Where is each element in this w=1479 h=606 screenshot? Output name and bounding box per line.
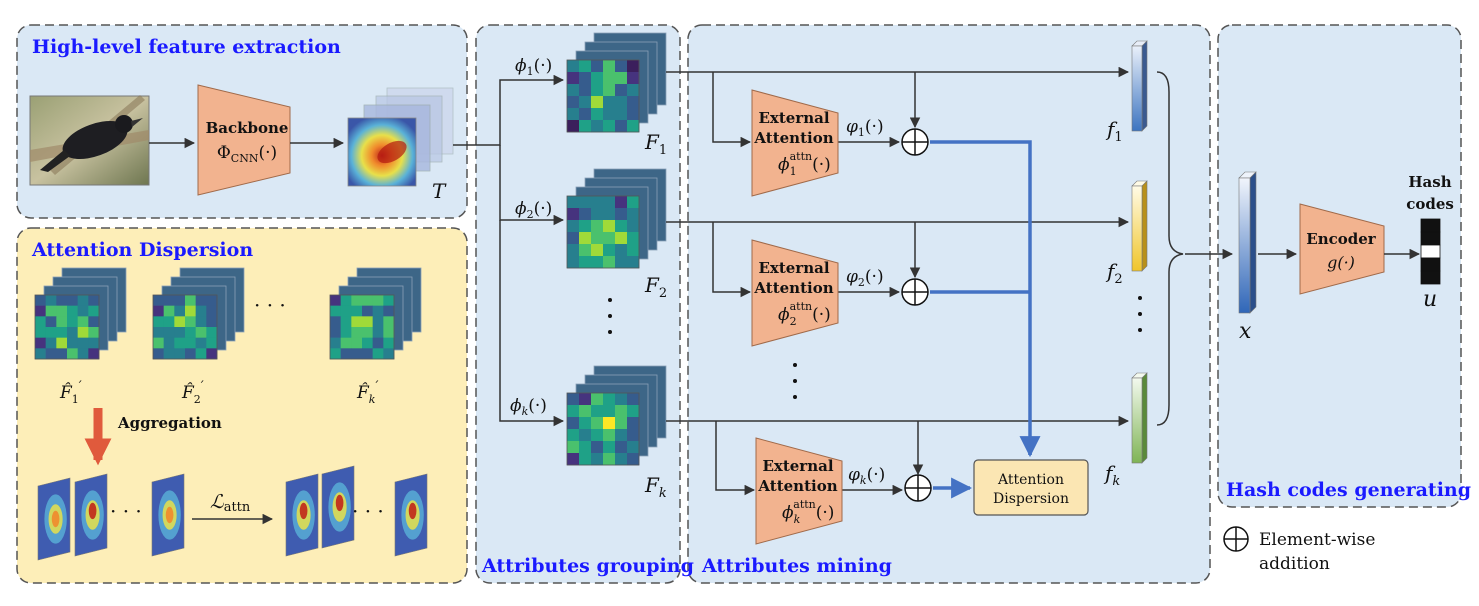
addition-icon-1 [901,128,929,156]
hash-bit [1420,231,1441,246]
element-wise-addition-icon [1223,526,1249,552]
external-attention-block-k: External Attention ϕkattn(·) [755,437,843,545]
dispersion-map-2 [152,267,245,360]
ea-1-title-2: Attention [753,129,833,147]
ea-k-fn: ϕkattn(·) [782,498,834,526]
heatmap-after-3 [394,473,428,557]
encoder-block: Encoder g(·) [1299,203,1385,295]
bird-photo [29,95,150,186]
dispersion-map-1 [34,267,127,360]
hash-bit [1420,218,1441,233]
feature-vertical-dots [1138,296,1142,332]
dispersion-map-label-1: F̂1′ [59,379,82,406]
addition-icon-k [904,474,932,502]
encoder-fn: g(·) [1327,253,1355,272]
heatmaps-after-loss [285,465,428,557]
ea-2-fn: ϕ2attn(·) [778,300,831,328]
grouping-connectors [453,74,565,427]
backbone-title: Backbone [206,119,289,137]
legend-line-1: Element-wise [1259,530,1375,550]
grouping-feature-maps [566,32,667,466]
dispersion-ellipsis: · · · [254,293,286,317]
ea-2-title-1: External [758,259,829,277]
feature-vector-k [1131,372,1148,464]
F-2-label: F2 [644,273,667,301]
aggregation-label: Aggregation [117,414,222,432]
heatmap-ellipsis-left: · · · [110,499,142,523]
heatmap-before-1 [37,477,71,561]
panel-title-hash-generating: Hash codes generating [1226,479,1471,501]
heatmaps-before-loss [37,473,185,561]
hash-bit [1420,244,1441,259]
heatmap-ellipsis-right: · · · [352,499,384,523]
panel-title-attention-dispersion: Attention Dispersion [31,239,253,261]
backbone-fn: ΦCNN(·) [217,143,277,165]
feature-map-T-label: T [432,179,447,203]
attention-dispersion-box: Attention Dispersion [973,459,1089,516]
heatmap-after-2 [321,465,355,549]
backbone-block: Backbone ΦCNN(·) [197,84,291,196]
varphi-k-label: φk(·) [848,465,885,487]
ea-1-title-1: External [758,109,829,127]
concat-brace [1156,71,1184,426]
u-label: u [1423,287,1437,312]
phi-k-label: ϕk(·) [510,396,547,418]
panel-title-attributes-mining: Attributes mining [701,555,892,577]
varphi-1-label: φ1(·) [846,117,884,139]
dispersion-map-label-k: F̂k′ [356,379,378,406]
loss-label: ℒattn [210,491,251,515]
feature-vector-2 [1131,180,1148,272]
heatmap-before-3 [151,473,185,557]
concat-vector-x [1238,171,1257,314]
addition-icon-2 [901,278,929,306]
mining-connectors [666,66,1130,496]
feature-map-stack [347,87,454,187]
F-k-label: Fk [644,473,667,501]
legend-line-2: addition [1259,554,1330,574]
panel-title-attributes-grouping: Attributes grouping [481,555,694,577]
grouping-map-2 [566,168,667,269]
grouping-map-1 [566,32,667,133]
dispersion-box-line-2: Dispersion [993,491,1069,507]
external-attention-block-1: External Attention ϕ1attn(·) [751,89,839,197]
feature-vector-1 [1131,40,1148,132]
heatmap-before-2 [74,473,108,557]
hash-bit [1420,270,1441,285]
hash-code-bits [1420,218,1441,285]
panel-title-feature-extraction: High-level feature extraction [32,36,341,58]
phi-1-label: ϕ1(·) [515,56,552,78]
F-1-label: F1 [644,130,667,158]
ea-2-title-2: Attention [753,279,833,297]
hash-codes-label-1: Hash [1408,173,1451,191]
hash-codes-label-2: codes [1406,195,1454,213]
mining-vertical-dots [793,363,797,399]
varphi-2-label: φ2(·) [846,267,884,289]
grouping-map-k [566,365,667,466]
dispersion-map-k [329,267,422,360]
encoder-title: Encoder [1306,230,1377,248]
heatmap-after-1 [285,473,319,557]
hash-bit [1420,257,1441,272]
ea-1-fn: ϕ1attn(·) [778,150,831,178]
dispersion-feature-maps [34,267,422,360]
dispersion-map-label-2: F̂2′ [181,379,204,406]
grouping-vertical-dots [608,298,612,334]
ea-k-title-1: External [762,457,833,475]
ea-k-title-2: Attention [757,477,837,495]
phi-2-label: ϕ2(·) [515,199,552,221]
mining-blue-arrows [930,140,1041,499]
dispersion-box-line-1: Attention [997,472,1064,488]
external-attention-block-2: External Attention ϕ2attn(·) [751,239,839,347]
x-label: x [1239,319,1252,344]
